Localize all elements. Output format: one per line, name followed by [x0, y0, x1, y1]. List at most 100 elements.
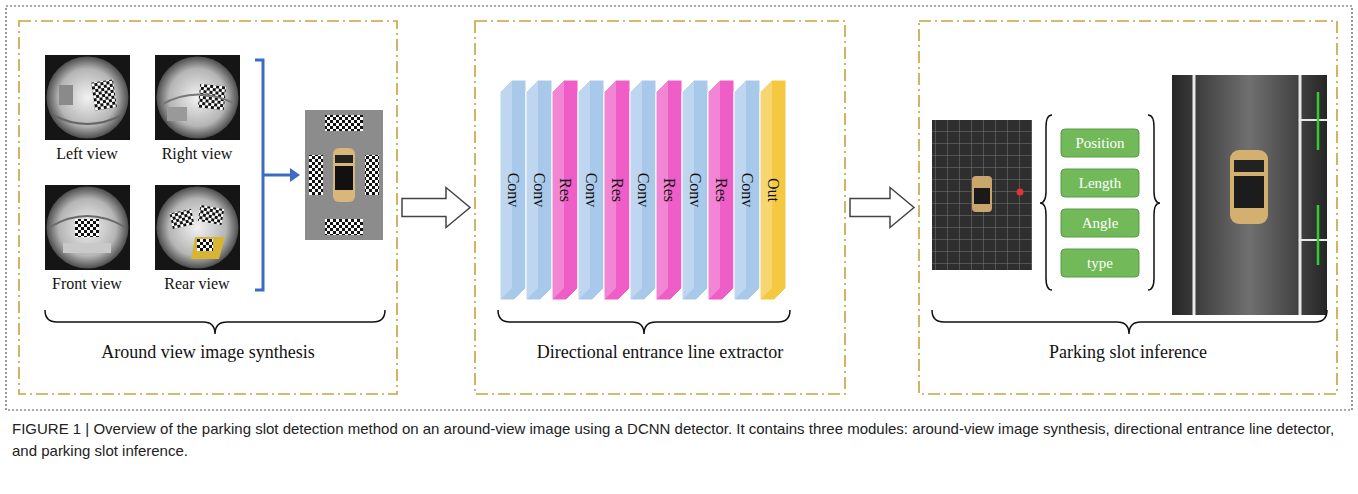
layer-slab	[734, 80, 760, 300]
illustration-part	[932, 120, 1032, 270]
network-layer: Res	[552, 80, 578, 300]
node-outline	[918, 20, 1338, 395]
node-outline	[18, 20, 398, 395]
illustration-part	[63, 243, 111, 253]
layer-label: Conv	[530, 173, 548, 208]
figure-caption: FIGURE 1 | Overview of the parking slot …	[12, 418, 1346, 462]
grid-image	[932, 120, 1032, 270]
layer-slab	[656, 80, 682, 300]
box-fill	[1061, 129, 1139, 157]
output-label: Angle	[1082, 215, 1119, 232]
result-image	[1172, 75, 1327, 315]
brace	[1148, 115, 1160, 290]
illustration-part	[45, 185, 130, 270]
illustration-part	[45, 55, 130, 140]
illustration-part	[335, 166, 353, 190]
illustration-part	[170, 209, 195, 229]
illustration-part	[335, 155, 353, 163]
illustration-part	[1234, 176, 1264, 208]
illustration-part	[191, 237, 225, 259]
illustration-part	[974, 188, 990, 204]
layer-label: Conv	[504, 173, 522, 208]
illustration-part	[157, 187, 239, 269]
module-panel: Parking slot inference PositionLengthAngl…	[918, 20, 1338, 395]
layer-label: Out	[764, 178, 782, 202]
layer-label: Conv	[634, 173, 652, 208]
hollow-arrow	[850, 188, 914, 228]
illustration-part	[1230, 150, 1268, 224]
view-label: Front view	[52, 275, 122, 293]
network-layer: Conv	[734, 80, 760, 300]
fisheye-front	[45, 185, 130, 270]
illustration-part	[1300, 239, 1327, 241]
illustration-part	[365, 155, 379, 195]
layer-slab	[682, 80, 708, 300]
module-title: Parking slot inference	[918, 342, 1338, 363]
output-label: type	[1087, 255, 1113, 272]
layer-label: Conv	[582, 173, 600, 208]
panel-border	[475, 21, 845, 394]
brace	[932, 310, 1327, 334]
illustration-part	[59, 85, 73, 105]
brace	[498, 310, 790, 334]
box-fill	[1061, 169, 1139, 197]
brace	[45, 310, 385, 334]
layer-slab	[526, 80, 552, 300]
network-layer: Res	[708, 80, 734, 300]
view-label: Left view	[56, 145, 118, 163]
merge-arrowhead	[290, 168, 300, 182]
view-label: Right view	[162, 145, 233, 163]
module-title: Directional entrance line extractor	[474, 342, 846, 363]
illustration-part	[155, 185, 240, 270]
output-box: type	[1060, 248, 1140, 278]
layer-slab	[500, 80, 526, 300]
layer-slab	[760, 80, 786, 300]
illustration-part	[47, 57, 129, 139]
layer-label: Res	[608, 178, 626, 202]
hollow-arrow	[402, 188, 470, 228]
illustration-part	[50, 216, 125, 227]
merge-arrow	[263, 174, 291, 177]
illustration-part	[197, 239, 213, 251]
output-box: Length	[1060, 168, 1140, 198]
output-label: Position	[1075, 135, 1124, 152]
illustration-part	[1299, 75, 1302, 315]
network-layer: Conv	[578, 80, 604, 300]
illustration-part	[972, 176, 992, 212]
illustration-part	[47, 187, 129, 269]
illustration-part	[1317, 205, 1320, 265]
view-label: Rear view	[164, 275, 229, 293]
fisheye-left	[45, 55, 130, 140]
layer-slab	[578, 80, 604, 300]
module-panel: Directional entrance line extractor Conv C…	[474, 20, 846, 395]
illustration-part	[1317, 92, 1320, 150]
network-layer: Conv	[526, 80, 552, 300]
box-fill	[1061, 249, 1139, 277]
merge-bracket	[255, 60, 263, 290]
illustration-part	[1017, 189, 1024, 196]
output-box: Position	[1060, 128, 1140, 158]
network-layer: Conv	[630, 80, 656, 300]
panel-border	[19, 21, 397, 394]
layer-slab	[708, 80, 734, 300]
illustration-part	[167, 107, 187, 121]
illustration-part	[309, 155, 323, 195]
illustration-part	[53, 115, 122, 124]
illustration-part	[1193, 75, 1196, 315]
illustration-part	[161, 94, 234, 105]
layer-label: Conv	[686, 173, 704, 208]
illustration-part	[333, 148, 355, 202]
layer-label: Res	[556, 178, 574, 202]
network-layer: Conv	[682, 80, 708, 300]
fisheye-rear	[155, 185, 240, 270]
layer-label: Res	[660, 178, 678, 202]
illustration-part	[91, 80, 117, 111]
illustration-part	[325, 115, 363, 131]
box-fill	[1061, 209, 1139, 237]
illustration-part	[155, 55, 240, 140]
output-label: Length	[1079, 175, 1122, 192]
network-layer: Res	[604, 80, 630, 300]
illustration-part	[305, 110, 383, 240]
outer-frame	[6, 6, 1352, 410]
